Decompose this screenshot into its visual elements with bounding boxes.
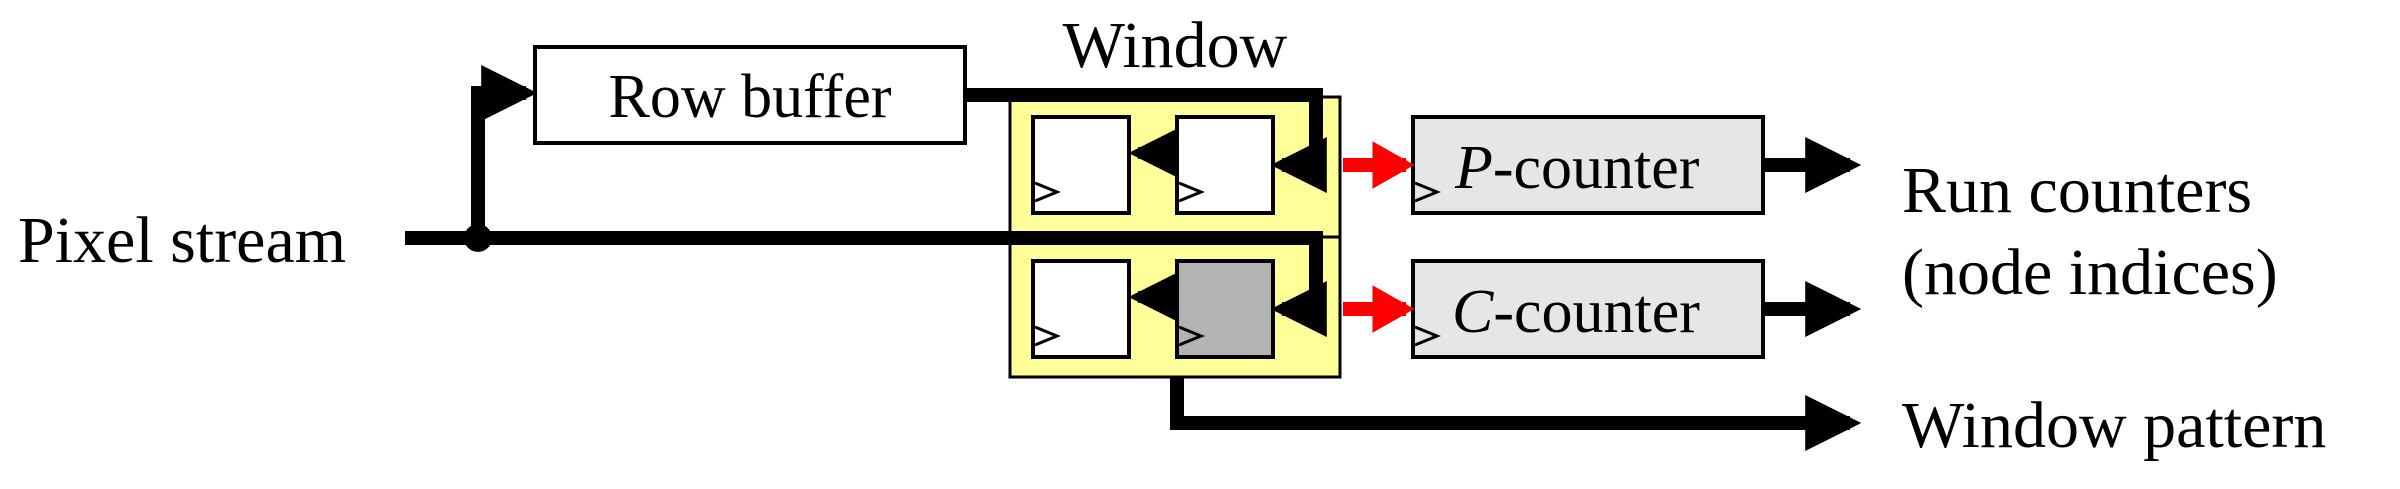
clock-icon [1178, 325, 1205, 347]
p-counter-label: P-counter [1454, 134, 1700, 202]
pixel-stream-wire [405, 231, 1327, 337]
junction-icon [464, 224, 492, 252]
c-counter-suffix: -counter [1493, 278, 1700, 346]
clock-icon [1414, 181, 1441, 203]
c-counter-label: C-counter [1452, 278, 1700, 346]
window-pattern-wire [1170, 377, 1862, 451]
run-counters-label: Run counters [1902, 154, 2252, 227]
c-counter-block [1411, 259, 1765, 359]
p-counter-prefix: P [1454, 134, 1493, 202]
row-buffer-block [533, 45, 967, 145]
register-top-left [1031, 115, 1131, 215]
node-indices-label: (node indices) [1902, 236, 2278, 309]
window-pattern-label: Window pattern [1902, 389, 2326, 462]
register-bottom-left [1031, 259, 1131, 359]
clock-icon [1414, 325, 1441, 347]
pixel-stream-label: Pixel stream [18, 204, 346, 277]
register-top-right [1175, 115, 1275, 215]
window-label: Window [1063, 9, 1288, 82]
row-buffer-input-wire [471, 65, 538, 238]
clock-icon [1034, 325, 1061, 347]
row-buffer-label: Row buffer [609, 63, 892, 131]
c-counter-prefix: C [1452, 278, 1494, 346]
clock-icon [1178, 181, 1205, 203]
p-counter-suffix: -counter [1493, 134, 1700, 202]
clock-icon [1034, 181, 1061, 203]
row-buffer-output-wire [965, 88, 1327, 193]
register-bottom-right-shaded [1175, 259, 1275, 359]
